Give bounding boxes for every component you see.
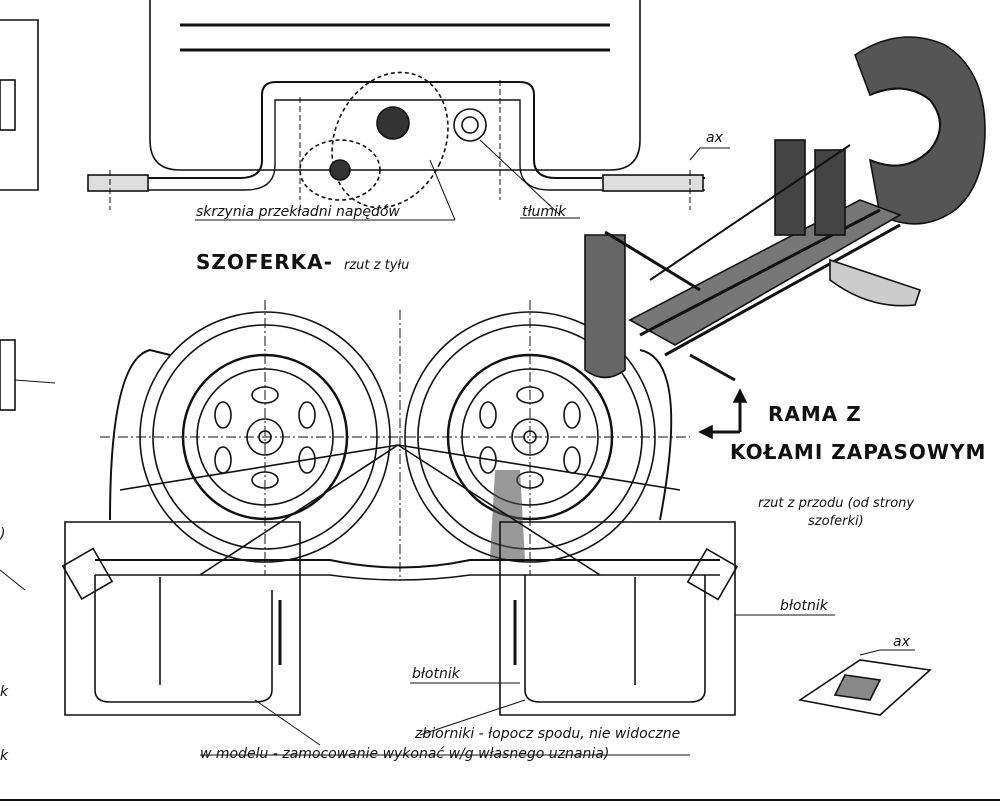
label-gearbox: skrzynia przekładni napędów [196, 204, 400, 220]
title-cab-sub: rzut z tyłu [344, 258, 410, 273]
detail-ax [797, 649, 932, 716]
left-edge-fragments [0, 19, 56, 591]
label-tanks-line2: w modelu - zamocowanie wykonać w/g własn… [200, 746, 610, 762]
frame-view-line2: szoferki) [808, 514, 864, 529]
edge-k1: k [0, 684, 9, 700]
title-frame-line1: RAMA Z [768, 402, 862, 426]
left-fender-tank [61, 521, 301, 716]
label-ax-top: ax [706, 130, 723, 146]
label-tanks-line1: zbiorniki - łopocz spodu, nie widoczne [415, 726, 681, 742]
title-frame-line2: KOŁAMI ZAPASOWYM [730, 440, 987, 464]
spare-wheels [61, 300, 835, 756]
right-fender-tank [499, 521, 739, 716]
frame-perspective [584, 36, 986, 440]
edge-k2: k [0, 748, 9, 764]
title-cab: SZOFERKA- [196, 250, 333, 274]
gearbox [299, 71, 501, 209]
label-ax-bottom: ax [893, 634, 910, 650]
cab-rear-view [87, 0, 730, 221]
label-fender-center: błotnik [412, 666, 460, 682]
label-muffler: tłumik [522, 204, 567, 220]
frame-view-line1: rzut z przodu (od strony [758, 496, 915, 511]
label-fender-right: błotnik [780, 598, 828, 614]
edge-paren: ) [0, 526, 6, 542]
